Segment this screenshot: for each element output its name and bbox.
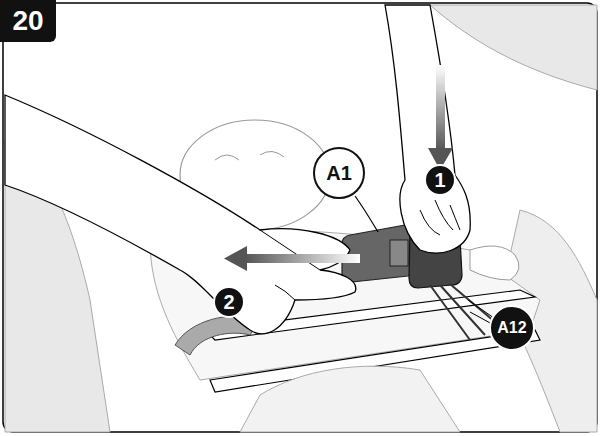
part-callout: A12 (489, 305, 535, 351)
callout-number: 2 (213, 286, 245, 318)
callout-number: 1 (424, 164, 456, 196)
part-callout: A1 (313, 147, 365, 199)
step-number: 20 (0, 0, 56, 42)
